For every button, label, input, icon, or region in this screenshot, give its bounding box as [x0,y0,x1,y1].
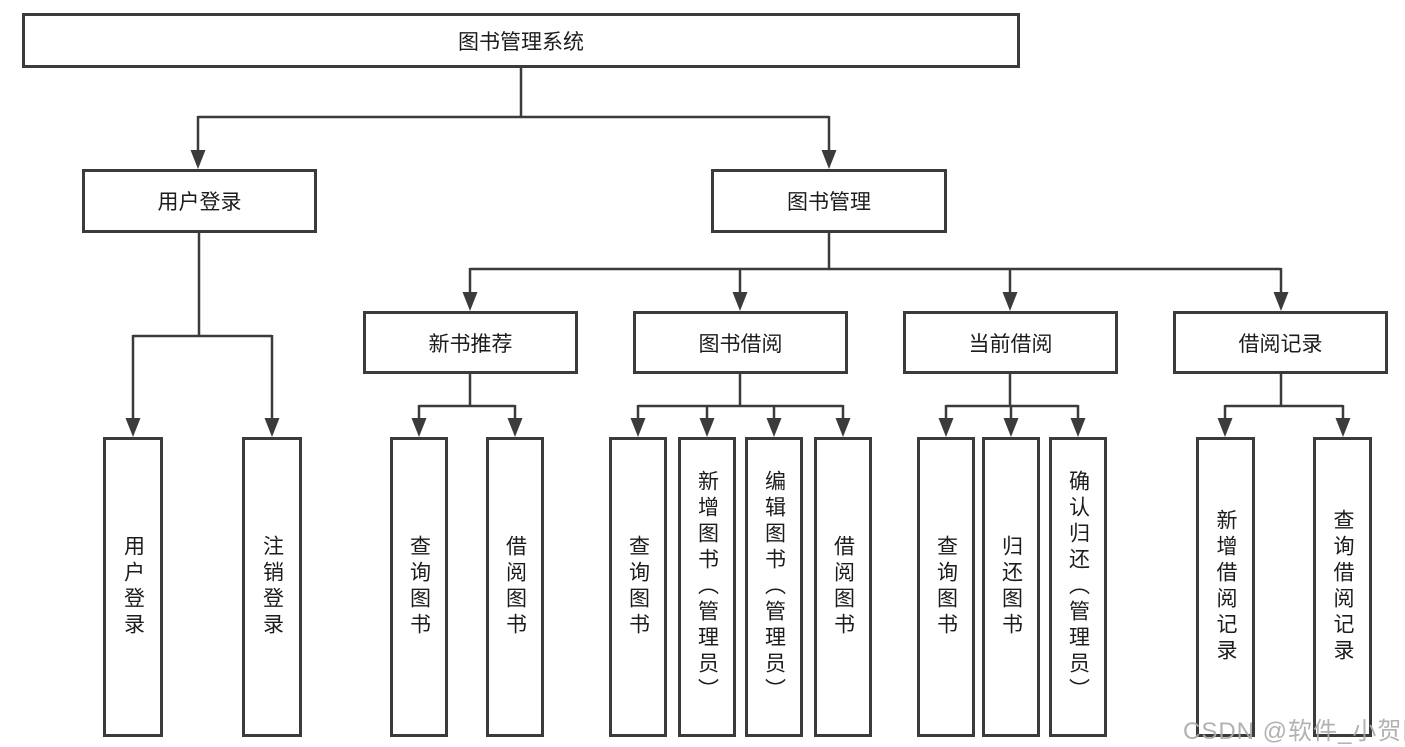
node-label: 图书借阅 [698,332,783,356]
leaf-logout: 注销登录 [242,437,302,737]
leaf-return-book: 归还图书 [982,437,1040,737]
node-label: 新增借阅记录 [1214,509,1237,665]
leaf-query-books-3: 查询图书 [917,437,975,737]
node-label: 新书推荐 [428,332,513,356]
csdn-watermark: CSDN @软件_小贺同学 [1183,718,1405,745]
node-root-system: 图书管理系统 [22,13,1020,68]
leaf-borrow-books: 借阅图书 [486,437,544,737]
leaf-query-books-2: 查询图书 [609,437,667,737]
node-label: 借阅图书 [503,535,527,639]
leaf-query-books: 查询图书 [390,437,448,737]
node-label: 图书管理系统 [458,30,584,54]
node-label: 归还图书 [999,535,1023,639]
node-current-borrow: 当前借阅 [903,311,1118,374]
leaf-borrow-books-2: 借阅图书 [814,437,872,737]
node-borrow-records: 借阅记录 [1173,311,1388,374]
leaf-edit-book-admin: 编辑图书（管理员） [745,437,803,737]
node-label: 注销登录 [260,535,284,639]
leaf-user-login: 用户登录 [103,437,163,737]
node-label: 查询图书 [934,535,958,639]
node-label: 确认归还（管理员） [1066,470,1090,704]
node-label: 借阅记录 [1238,332,1323,356]
node-label: 查询图书 [407,535,431,639]
node-label: 编辑图书（管理员） [762,470,786,704]
node-new-book-recommend: 新书推荐 [363,311,578,374]
arrowheads [125,150,1351,437]
leaf-add-borrow-record: 新增借阅记录 [1196,437,1255,737]
node-label: 用户登录 [157,191,242,214]
node-label: 图书管理 [787,191,871,214]
node-label: 借阅图书 [831,535,855,639]
leaf-confirm-return-admin: 确认归还（管理员） [1049,437,1107,737]
node-label: 查询图书 [626,535,650,639]
node-label: 查询借阅记录 [1331,509,1354,665]
node-book-management-branch: 图书管理 [711,169,947,233]
node-label: 当前借阅 [968,332,1053,356]
node-label: 用户登录 [121,535,145,639]
leaf-add-book-admin: 新增图书（管理员） [678,437,736,737]
leaf-query-borrow-record: 查询借阅记录 [1313,437,1372,737]
node-user-login-branch: 用户登录 [82,169,317,233]
node-label: 新增图书（管理员） [695,470,719,704]
node-book-borrow: 图书借阅 [633,311,848,374]
